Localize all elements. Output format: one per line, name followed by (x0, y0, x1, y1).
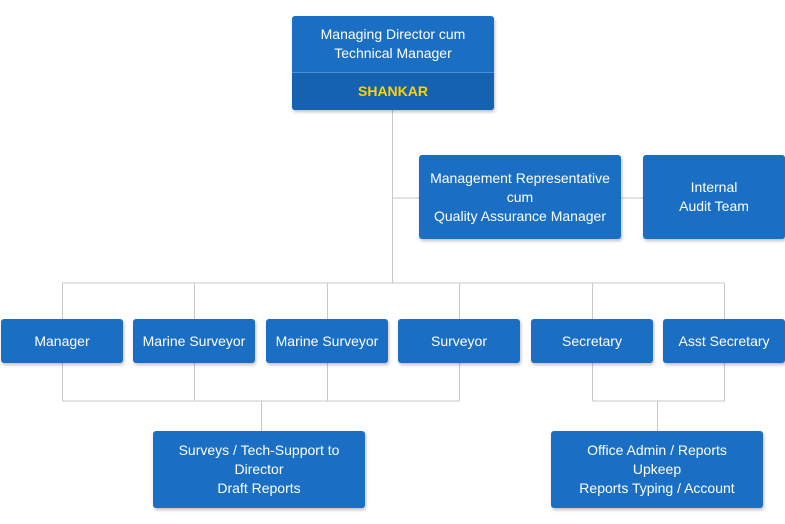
staff-surveyor-box: Surveyor (398, 319, 520, 363)
staff-label: Marine Surveyor (142, 332, 246, 349)
managing-director-name: SHANKAR (292, 73, 494, 110)
internal-audit-line1: Internal (690, 179, 738, 195)
managing-director-box: Managing Director cum Technical Manager … (292, 16, 494, 110)
staff-marine-surveyor-2-box: Marine Surveyor (266, 319, 388, 363)
managing-director-divider (292, 72, 494, 73)
staff-label: Surveyor (430, 332, 488, 349)
office-duties-line1: Office Admin / Reports (587, 442, 727, 458)
office-duties-box: Office Admin / Reports Upkeep Reports Ty… (551, 431, 763, 508)
staff-asst-secretary-box: Asst Secretary (663, 319, 785, 363)
managing-director-title-line1: Managing Director cum (320, 26, 466, 42)
survey-duties-line1: Surveys / Tech-Support to (178, 442, 340, 458)
staff-label: Marine Surveyor (275, 332, 379, 349)
staff-secretary-box: Secretary (531, 319, 653, 363)
management-representative-line3: Quality Assurance Manager (434, 207, 606, 224)
internal-audit-line2: Audit Team (679, 198, 749, 214)
office-duties-line3: Reports Typing / Account (579, 480, 735, 496)
managing-director-title-line2: Technical Manager (334, 45, 452, 61)
staff-label: Secretary (562, 332, 622, 349)
staff-label: Asst Secretary (678, 332, 770, 349)
staff-manager-box: Manager (1, 319, 123, 363)
management-representative-box: Management Representative cum Quality As… (419, 155, 621, 239)
managing-director-title: Managing Director cum Technical Manager (292, 16, 494, 72)
management-representative-line1: Management Representative (430, 169, 610, 186)
staff-marine-surveyor-1-box: Marine Surveyor (133, 319, 255, 363)
office-duties-line2: Upkeep (632, 461, 682, 477)
survey-duties-line3: Draft Reports (217, 480, 301, 496)
survey-duties-box: Surveys / Tech-Support to Director Draft… (153, 431, 365, 508)
management-representative-line2: cum (506, 188, 534, 205)
survey-duties-line2: Director (234, 461, 284, 477)
internal-audit-box: Internal Audit Team (643, 155, 785, 239)
staff-label: Manager (34, 332, 90, 349)
